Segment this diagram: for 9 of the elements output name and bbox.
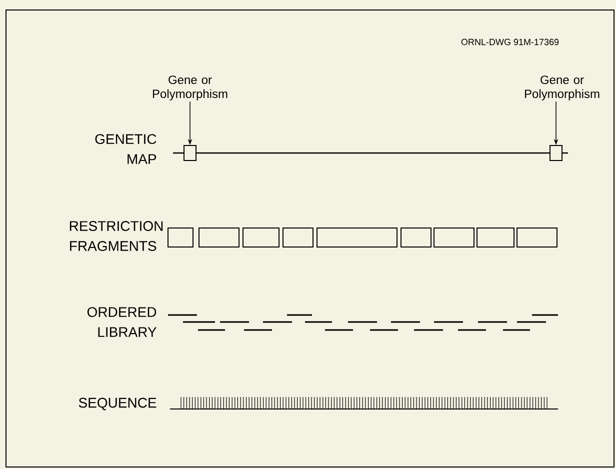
row-label: SEQUENCE bbox=[78, 398, 156, 410]
row-label: RESTRICTION FRAGMENTS bbox=[70, 221, 163, 251]
drawing-number: ORNL-DWG 91M-17369 bbox=[461, 38, 559, 46]
marker-box bbox=[184, 145, 196, 161]
marker-box bbox=[550, 145, 562, 161]
gene-label: Gene or Polymorphism bbox=[152, 76, 228, 100]
row-label: GENETIC MAP bbox=[95, 134, 156, 164]
gene-label: Gene or Polymorphism bbox=[524, 76, 600, 100]
row-label: ORDERED LIBRARY bbox=[87, 307, 156, 337]
